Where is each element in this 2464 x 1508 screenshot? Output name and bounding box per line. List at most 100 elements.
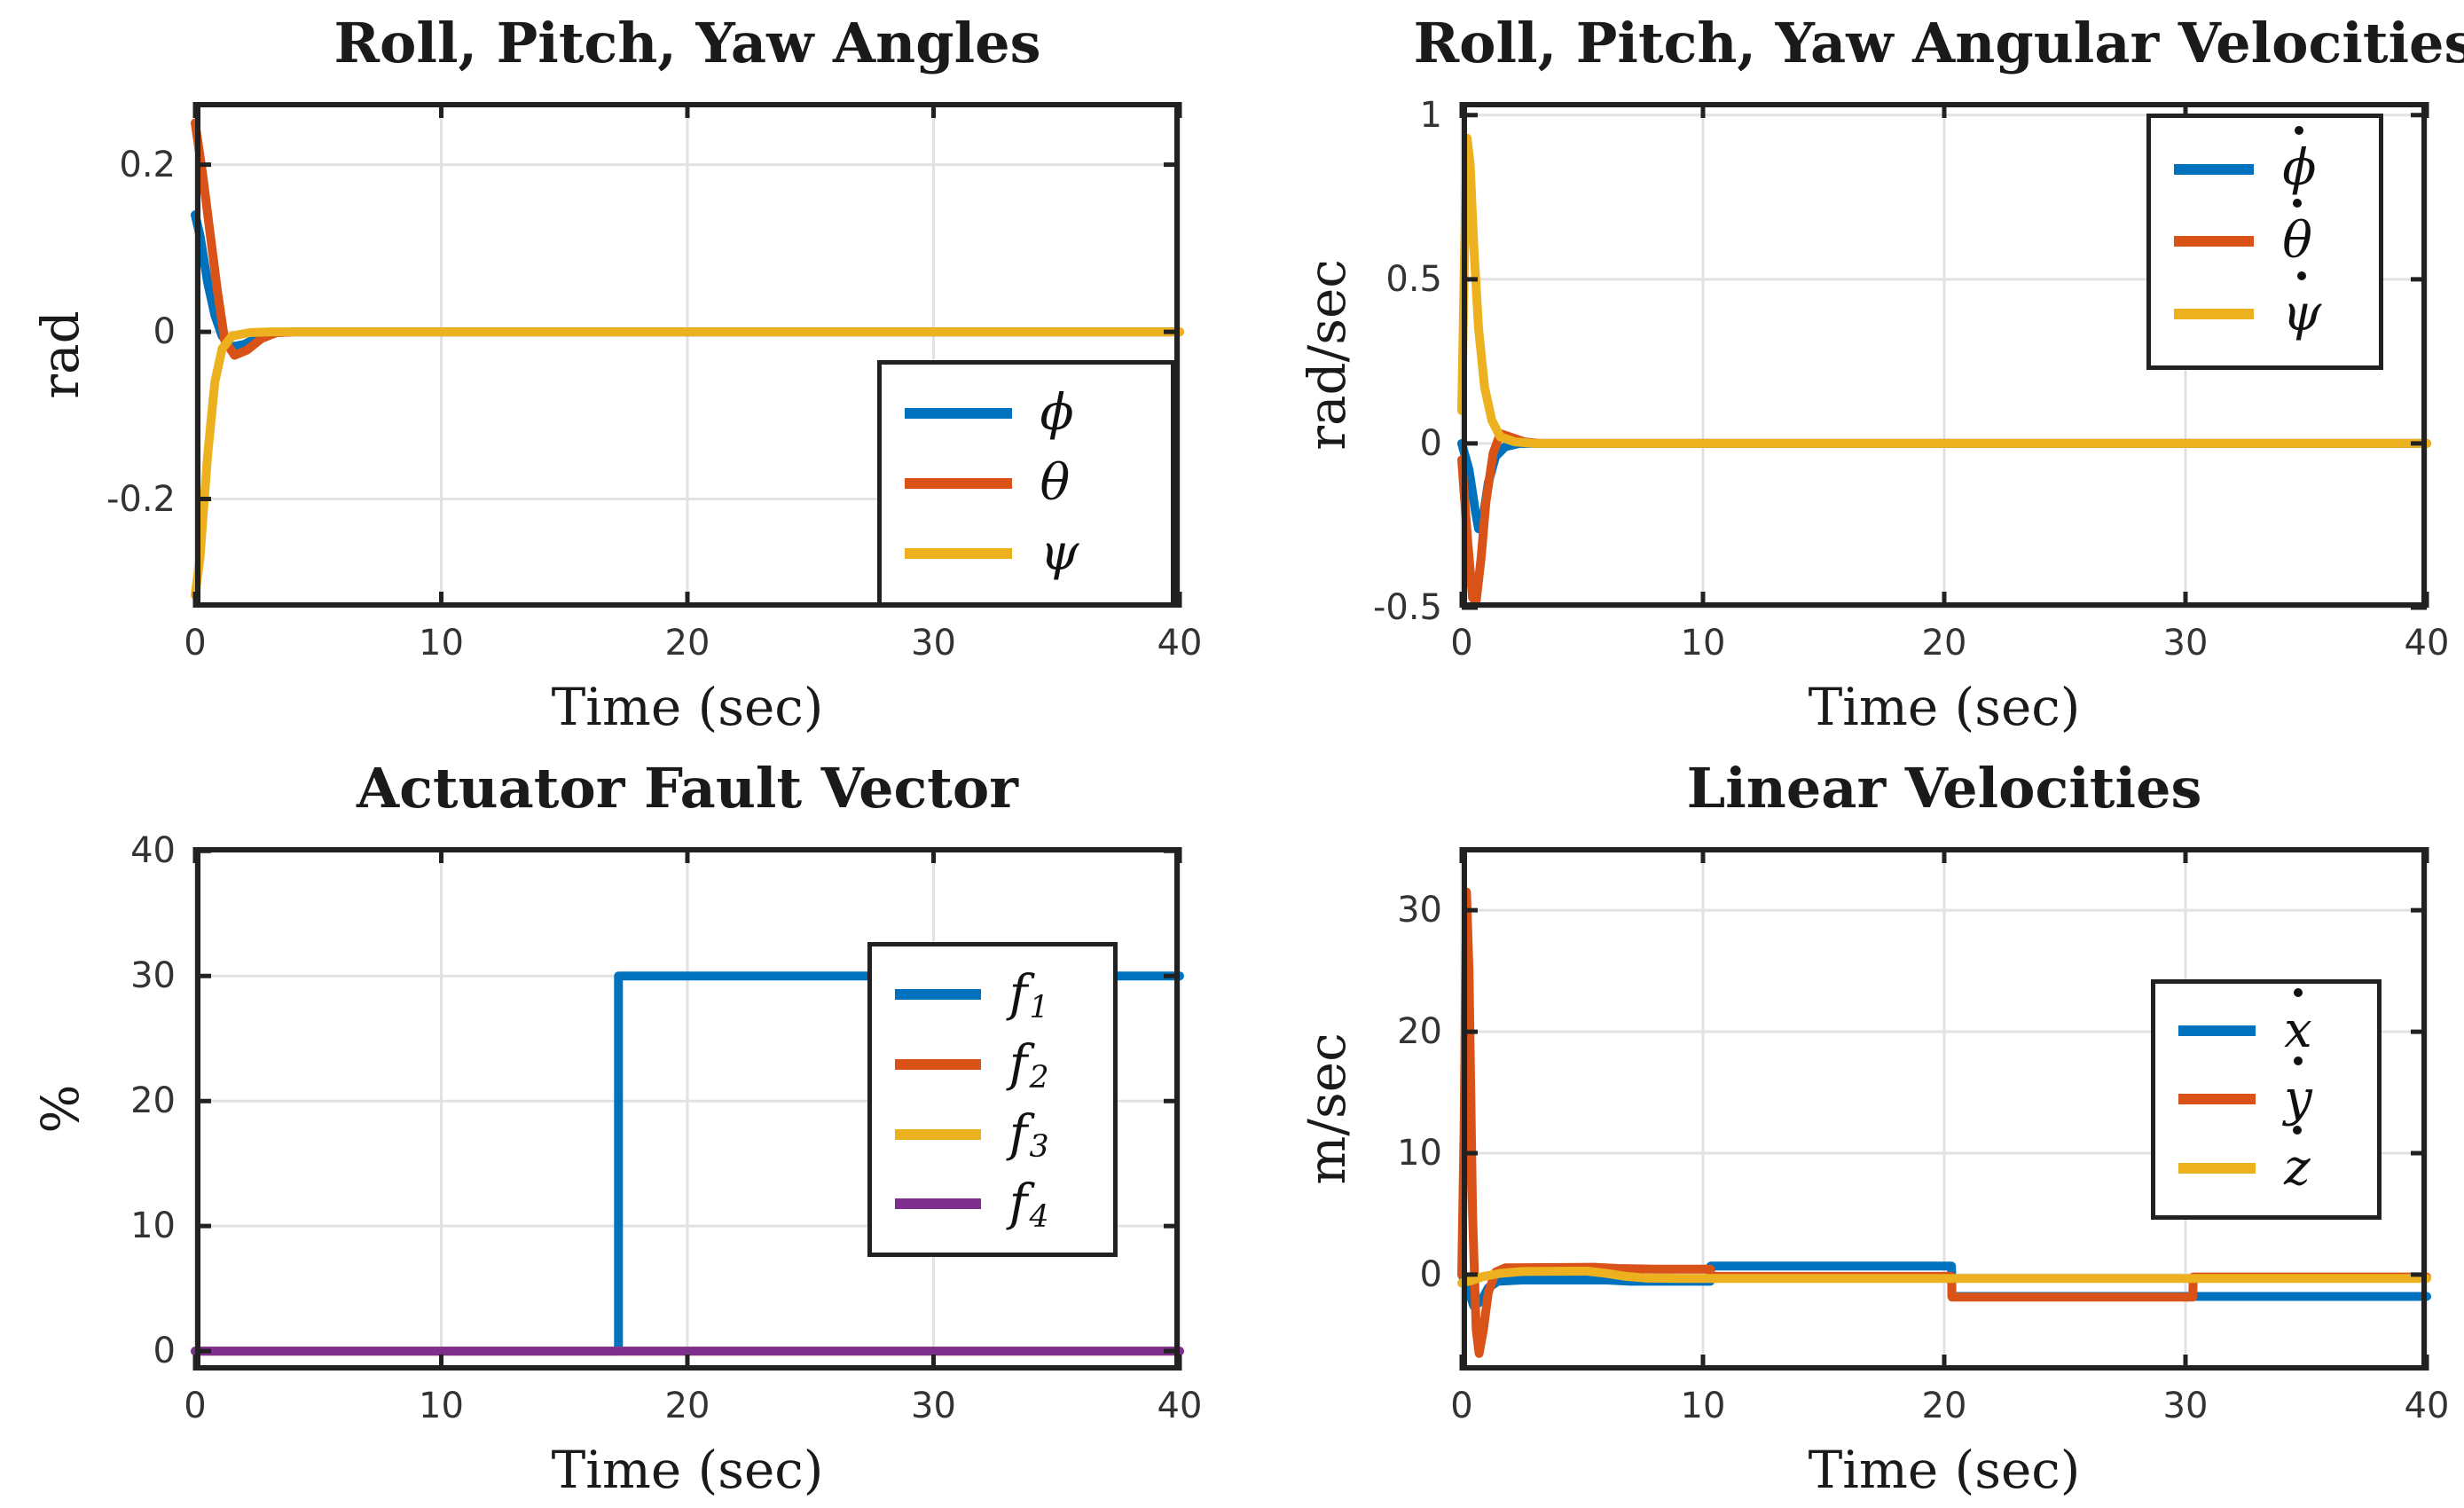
legend-item-theta: θ — [905, 453, 1148, 512]
legend-label: f2 — [1008, 1034, 1049, 1096]
legend-swatch — [895, 1059, 981, 1071]
legend-swatch — [2174, 163, 2255, 175]
legend-item-theta-dot: θ — [2174, 199, 2356, 270]
legend-item-f3: f3 — [895, 1104, 1090, 1166]
axis-border — [1462, 847, 2427, 1371]
x-tick-label: 30 — [911, 623, 956, 664]
y-axis-label: % — [30, 1084, 90, 1134]
axis-border — [1462, 102, 2427, 608]
x-tick-label: 40 — [2404, 623, 2450, 664]
legend-swatch — [2178, 1162, 2256, 1174]
x-axis-label: Time (sec) — [551, 1440, 824, 1500]
y-tick-label: -0.5 — [1372, 587, 1442, 628]
chart-title: Actuator Fault Vector — [357, 756, 1018, 821]
y-tick-label: 20 — [130, 1080, 176, 1122]
x-tick-label: 20 — [664, 623, 710, 664]
subplot-actuator-fault-vector: Actuator Fault Vector % Time (sec) 0 10 20… — [0, 754, 1232, 1508]
legend-swatch — [2174, 309, 2255, 320]
y-tick-label: -0.2 — [106, 478, 176, 520]
y-axis-label: rad — [30, 310, 90, 399]
legend-label: f4 — [1008, 1174, 1049, 1235]
x-tick-label: 0 — [1450, 1386, 1473, 1426]
series-z-dot — [1457, 1267, 2431, 1288]
y-tick-label: 30 — [1397, 890, 1442, 931]
x-axis-label: Time (sec) — [551, 677, 824, 737]
derivative-dot-icon — [2293, 1056, 2303, 1066]
y-tick-label: 30 — [130, 955, 176, 997]
legend-label: ψ — [1040, 523, 1079, 582]
x-tick-label: 20 — [664, 1386, 710, 1426]
x-axis-label: Time (sec) — [1808, 677, 2081, 737]
y-tick-label: 10 — [130, 1206, 176, 1247]
axis-border — [195, 102, 1180, 608]
legend-label: z — [2284, 1125, 2311, 1197]
legend-label: ψ — [2282, 271, 2321, 342]
legend-item-phi-dot: ϕ — [2174, 126, 2356, 197]
legend-item-psi-dot: ψ — [2174, 271, 2356, 342]
y-axis-label: m/sec — [1297, 1033, 1357, 1185]
plot-area — [191, 102, 1184, 608]
legend-label: f3 — [1008, 1104, 1049, 1166]
x-tick-label: 30 — [911, 1386, 956, 1426]
legend-swatch — [2174, 236, 2255, 247]
legend-item-f2: f2 — [895, 1034, 1090, 1096]
legend-item-f1: f1 — [895, 965, 1090, 1025]
x-tick-label: 40 — [2404, 1386, 2450, 1426]
legend-label: ϕ — [2282, 126, 2316, 197]
y-tick-label: 0 — [1419, 1253, 1442, 1295]
x-tick-label: 30 — [2162, 1386, 2209, 1426]
y-tick-label: 0.5 — [1385, 258, 1442, 300]
x-tick-label: 10 — [419, 623, 464, 664]
subplot-roll-pitch-yaw-angular-velocities: Roll, Pitch, Yaw Angular Velocities rad/… — [1232, 0, 2464, 754]
legend-item-z-dot: z — [2178, 1125, 2354, 1197]
legend-label: ϕ — [1040, 383, 1074, 442]
y-tick-label: 0 — [1419, 422, 1442, 464]
x-tick-label: 10 — [419, 1386, 464, 1426]
chart-title: Roll, Pitch, Yaw Angular Velocities — [1413, 11, 2464, 75]
x-tick-label: 10 — [1680, 623, 1726, 664]
legend-label: θ — [1040, 453, 1071, 512]
legend-item-f4: f4 — [895, 1174, 1090, 1235]
legend-box: f1 f2 f3 f4 — [867, 942, 1118, 1257]
legend-label: y — [2284, 1056, 2312, 1127]
legend-swatch — [2178, 1025, 2256, 1037]
derivative-dot-icon — [2293, 199, 2303, 208]
y-tick-label: 20 — [1397, 1011, 1442, 1053]
legend-swatch — [905, 407, 1012, 419]
subplot-linear-velocities: Linear Velocities m/sec Time (sec) 0 10 20… — [1232, 754, 2464, 1508]
legend-label: θ — [2282, 199, 2312, 270]
plot-area — [1457, 102, 2431, 610]
x-tick-label: 10 — [1680, 1386, 1726, 1426]
x-tick-label: 0 — [1450, 623, 1473, 664]
axis-border — [195, 847, 1180, 1371]
legend-swatch — [895, 1128, 981, 1140]
x-tick-label: 20 — [1921, 1386, 1967, 1426]
legend-swatch — [895, 989, 981, 1001]
plot-area — [1457, 847, 2431, 1371]
y-tick-label: 10 — [1397, 1132, 1442, 1174]
x-axis-label: Time (sec) — [1808, 1440, 2081, 1500]
chart-title: Roll, Pitch, Yaw Angles — [334, 11, 1041, 75]
legend-label: f1 — [1008, 965, 1049, 1025]
y-axis-label: rad/sec — [1297, 259, 1357, 451]
y-tick-label: 0 — [153, 1331, 176, 1372]
x-tick-label: 30 — [2162, 623, 2209, 664]
legend-swatch — [905, 477, 1012, 489]
derivative-dot-icon — [2295, 126, 2304, 136]
x-tick-label: 0 — [184, 1386, 207, 1426]
derivative-dot-icon — [2293, 987, 2303, 997]
y-tick-label: 40 — [130, 830, 176, 872]
chart-title: Linear Velocities — [1686, 756, 2202, 821]
x-tick-label: 20 — [1921, 623, 1967, 664]
x-tick-label: 0 — [184, 623, 207, 664]
x-tick-label: 40 — [1157, 623, 1203, 664]
legend-swatch — [2178, 1094, 2256, 1105]
legend-item-psi: ψ — [905, 523, 1148, 582]
series-y-dot — [1457, 887, 2431, 1358]
derivative-dot-icon — [2297, 271, 2307, 281]
legend-item-x-dot: x — [2178, 987, 2354, 1059]
legend-item-phi: ϕ — [905, 383, 1148, 442]
